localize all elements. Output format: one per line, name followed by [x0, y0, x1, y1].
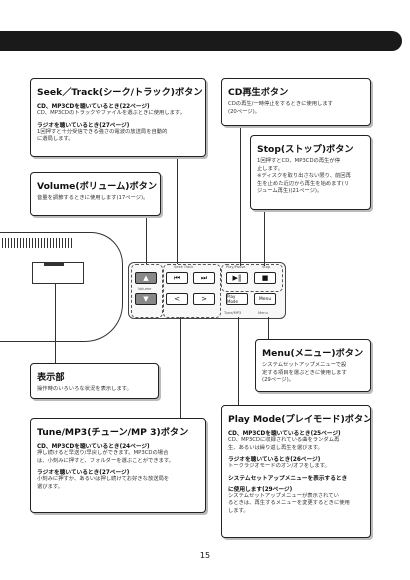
tune-right-button[interactable]: >	[193, 293, 215, 305]
play-mode-setup-text-2: るときは、再生するメニューを変更するときに使用	[228, 500, 350, 507]
volume-text: 音量を調節するときに使用します(17ページ)。	[37, 195, 149, 201]
play-mode-setup-text-3: します。	[228, 507, 249, 514]
leader-line-playmode	[238, 317, 239, 405]
seek-cd-text: CD、MP3CDのトラックやファイルを選ぶときに使用します。	[37, 110, 185, 116]
menu-label: Menu	[258, 311, 268, 315]
play-mode-cd-text-2: 生、あるいは繰り返し再生を選びます。	[228, 444, 323, 451]
seek-track-label: Seek Track	[174, 265, 194, 269]
device-outline	[0, 232, 123, 342]
seek-track-title: Seek／Track(シーク/トラック)ボタン	[37, 87, 203, 98]
cd-play-title: CD再生ボタン	[228, 87, 289, 98]
stop-text-5: ジューム再生)(21ページ)。	[257, 188, 323, 195]
header-bar	[0, 31, 402, 51]
play-mode-radio-subheading: ラジオを聴いているとき(26ページ)	[228, 457, 321, 464]
stop-label: Stop	[262, 265, 271, 269]
cd-play-callout: CD再生ボタン CDの再生/一時停止をするときに使用します (20ページ)。	[221, 78, 371, 126]
volume-up-button[interactable]: ▲	[135, 272, 157, 284]
volume-group-outline	[131, 264, 163, 318]
seek-radio-subheading: ラジオを聴いているとき(27ページ)	[37, 122, 130, 129]
leader-line-display	[55, 283, 56, 363]
tune-radio-subheading: ラジオを聴いているとき(27ページ)	[37, 470, 130, 477]
seek-radio-text-2: に選局します。	[37, 136, 74, 143]
seek-next-button[interactable]: ⏭	[193, 272, 215, 284]
seek-tune-group-outline	[163, 264, 221, 318]
display-title: 表示部	[37, 372, 65, 383]
leader-line-menu	[268, 317, 269, 339]
leader-line-cdplay	[240, 126, 241, 266]
play-mode-setup-subheading-2: に使用します(29ページ)	[228, 486, 293, 493]
stop-callout: Stop(ストップ)ボタン 1回押すとCD、MP3CDの再生が停 止します。 ※…	[250, 135, 371, 210]
play-mode-button[interactable]: Play Mode	[226, 293, 248, 305]
device-lever	[44, 262, 64, 266]
tune-mp3-callout: Tune/MP3(チューン/MP 3)ボタン CD、MP3CDを聴いているとき(…	[30, 418, 206, 513]
tune-cd-subheading: CD、MP3CDを聴いているとき(24ページ)	[37, 444, 150, 450]
stop-text-3: ※ディスクを取り出さない限り、前回再	[257, 173, 351, 180]
play-stop-group-outline	[221, 264, 283, 292]
volume-down-button[interactable]: ▼	[135, 293, 157, 305]
tune-left-button[interactable]: <	[166, 293, 188, 305]
leader-line-seek	[177, 157, 178, 264]
page-number: 15	[199, 551, 211, 560]
tune-title: Tune/MP3(チューン/MP 3)ボタン	[37, 427, 189, 438]
seek-cd-subheading: CD、MP3CDを聴いているとき(22ページ)	[37, 104, 150, 110]
seek-prev-button[interactable]: ⏮	[166, 272, 188, 284]
menu-button[interactable]: Menu	[254, 293, 276, 305]
play-mode-callout: Play Mode(プレイモード)ボタン CD、MP3CDを聴いているとき(25…	[221, 405, 371, 538]
play-mode-setup-text-1: システムセットアップメニューが表示されてい	[228, 492, 339, 499]
display-callout: 表示部 操作時のいろいろな状況を表示します。	[30, 363, 159, 399]
control-panel	[128, 262, 286, 319]
leader-line-stop	[264, 210, 265, 266]
stop-text-1: 1回押すとCD、MP3CDの再生が停	[257, 158, 341, 164]
play-pause-label: Play/Pause	[226, 265, 246, 269]
stop-text-2: 止します。	[257, 165, 283, 172]
play-mode-radio-text: トークラジオモードのオン/オフをします。	[228, 463, 330, 470]
tune-cd-text-1: 押し続けると早送り/早戻しができます。MP3CDの場合	[37, 450, 169, 456]
menu-text-2: 定する項目を選ぶときに使用します	[262, 369, 347, 376]
play-mode-cd-text-1: CD、MP3CDに収録されている曲をランダム再	[228, 437, 340, 443]
play-mode-title: Play Mode(プレイモード)ボタン	[228, 414, 371, 425]
play-mode-cd-subheading: CD、MP3CDを聴いているとき(25ページ)	[228, 431, 341, 437]
tune-cd-text-2: は、小刻みに押すと、フォルダーを選ぶことができます。	[37, 457, 174, 464]
menu-callout: Menu(メニュー)ボタン システムセットアップメニューで設 定する項目を選ぶと…	[255, 339, 371, 392]
leader-line-tune	[180, 317, 181, 418]
tune-radio-text-2: 選びます。	[37, 483, 63, 490]
play-pause-button[interactable]: ▶‖	[226, 272, 248, 284]
stop-text-4: 生を止めた近辺から再生を始めます(リ	[257, 180, 350, 187]
leader-line-volume	[146, 216, 147, 264]
stop-button[interactable]: ■	[254, 272, 276, 284]
volume-label: Volume	[138, 287, 152, 291]
cd-play-text-1: CDの再生/一時停止をするときに使用します	[228, 101, 333, 107]
volume-title: Volume(ボリューム)ボタン	[37, 181, 158, 192]
tune-radio-text-1: 小刻みに押すか、あるいは押し続けてお好きな放送局を	[37, 476, 170, 483]
display-text: 操作時のいろいろな状況を表示します。	[37, 386, 132, 392]
seek-track-callout: Seek／Track(シーク/トラック)ボタン CD、MP3CDを聴いているとき…	[30, 78, 206, 157]
tune-label: Tune/MP3	[224, 311, 242, 315]
seek-radio-text-1: 1回押すと十分受信できる強さの電波の放送局を自動的	[37, 128, 168, 135]
speaker-grille	[2, 238, 72, 248]
menu-text-1: システムセットアップメニューで設	[262, 362, 347, 368]
play-mode-setup-subheading-1: システムセットアップメニューを表示するとき	[228, 475, 348, 482]
menu-title: Menu(メニュー)ボタン	[262, 348, 364, 359]
volume-callout: Volume(ボリューム)ボタン 音量を調節するときに使用します(17ページ)。	[30, 172, 161, 216]
stop-title: Stop(ストップ)ボタン	[257, 144, 354, 155]
cd-play-text-2: (20ページ)。	[228, 108, 260, 115]
menu-text-3: (29ページ)。	[262, 377, 294, 384]
